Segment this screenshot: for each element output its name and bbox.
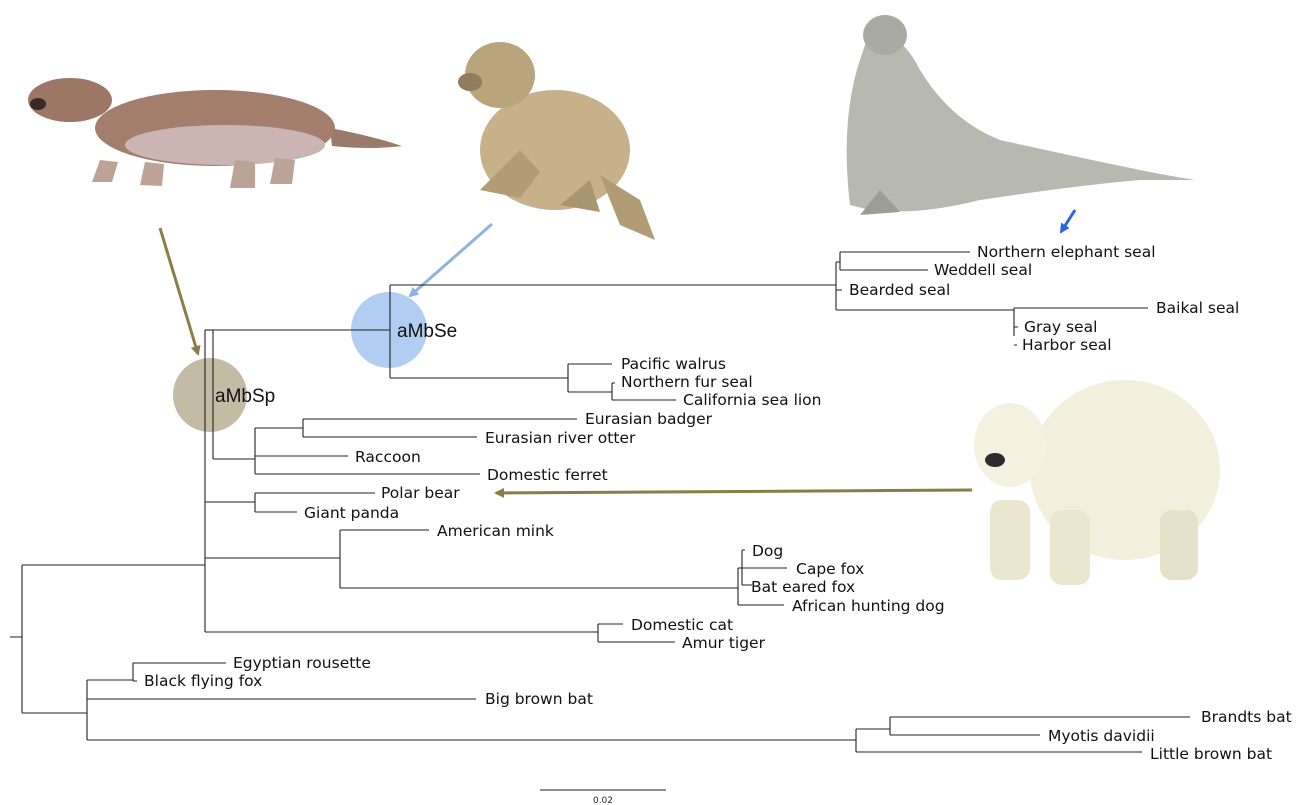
- taxon-myotis-davidii: Myotis davidii: [1048, 727, 1155, 745]
- elephant-seal-illustration: [847, 15, 1195, 215]
- taxon-amur-tiger: Amur tiger: [682, 634, 766, 652]
- otter-like-ancestor-illustration: [28, 78, 402, 188]
- taxon-raccoon: Raccoon: [355, 448, 421, 466]
- taxon-harbor-seal: Harbor seal: [1022, 336, 1112, 354]
- taxon-big-brown-bat: Big brown bat: [485, 690, 593, 708]
- taxon-domestic-cat: Domestic cat: [631, 616, 733, 634]
- taxon-dog: Dog: [752, 542, 783, 560]
- taxon-polar-bear: Polar bear: [381, 484, 460, 502]
- taxon-giant-panda: Giant panda: [304, 504, 399, 522]
- taxon-california-sea-lion: California sea lion: [683, 391, 822, 409]
- taxon-bat-eared-fox: Bat eared fox: [751, 578, 855, 596]
- taxon-pacific-walrus: Pacific walrus: [621, 355, 726, 373]
- taxon-northern-elephant-seal: Northern elephant seal: [977, 243, 1156, 261]
- taxon-eurasian-badger: Eurasian badger: [585, 410, 713, 428]
- taxon-african-hunting-dog: African hunting dog: [792, 597, 945, 615]
- taxon-black-flying-fox: Black flying fox: [144, 672, 262, 690]
- olive-arrow-to-ambsp: [160, 228, 198, 354]
- taxon-american-mink: American mink: [437, 522, 554, 540]
- taxon-baikal-seal: Baikal seal: [1156, 299, 1239, 317]
- blue-arrow-to-elephant-seal: [1061, 210, 1075, 232]
- taxon-egyptian-rousette: Egyptian rousette: [233, 654, 371, 672]
- taxon-northern-fur-seal: Northern fur seal: [621, 373, 753, 391]
- taxon-gray-seal: Gray seal: [1024, 318, 1097, 336]
- taxon-little-brown-bat: Little brown bat: [1150, 745, 1272, 763]
- node-label-ambse: aMbSe: [397, 321, 457, 342]
- scale-bar-label: 0.02: [593, 796, 613, 805]
- olive-arrow-to-polar-bear: [496, 490, 972, 493]
- early-pinniped-illustration: [458, 42, 655, 240]
- taxon-weddell-seal: Weddell seal: [934, 261, 1032, 279]
- node-label-ambsp: aMbSp: [215, 386, 275, 407]
- taxon-eurasian-river-otter: Eurasian river otter: [485, 429, 636, 447]
- taxon-bearded-seal: Bearded seal: [849, 281, 950, 299]
- taxon-brandts-bat: Brandts bat: [1201, 708, 1292, 726]
- taxon-domestic-ferret: Domestic ferret: [487, 466, 608, 484]
- polar-bear-illustration: [974, 380, 1220, 585]
- taxon-cape-fox: Cape fox: [796, 560, 864, 578]
